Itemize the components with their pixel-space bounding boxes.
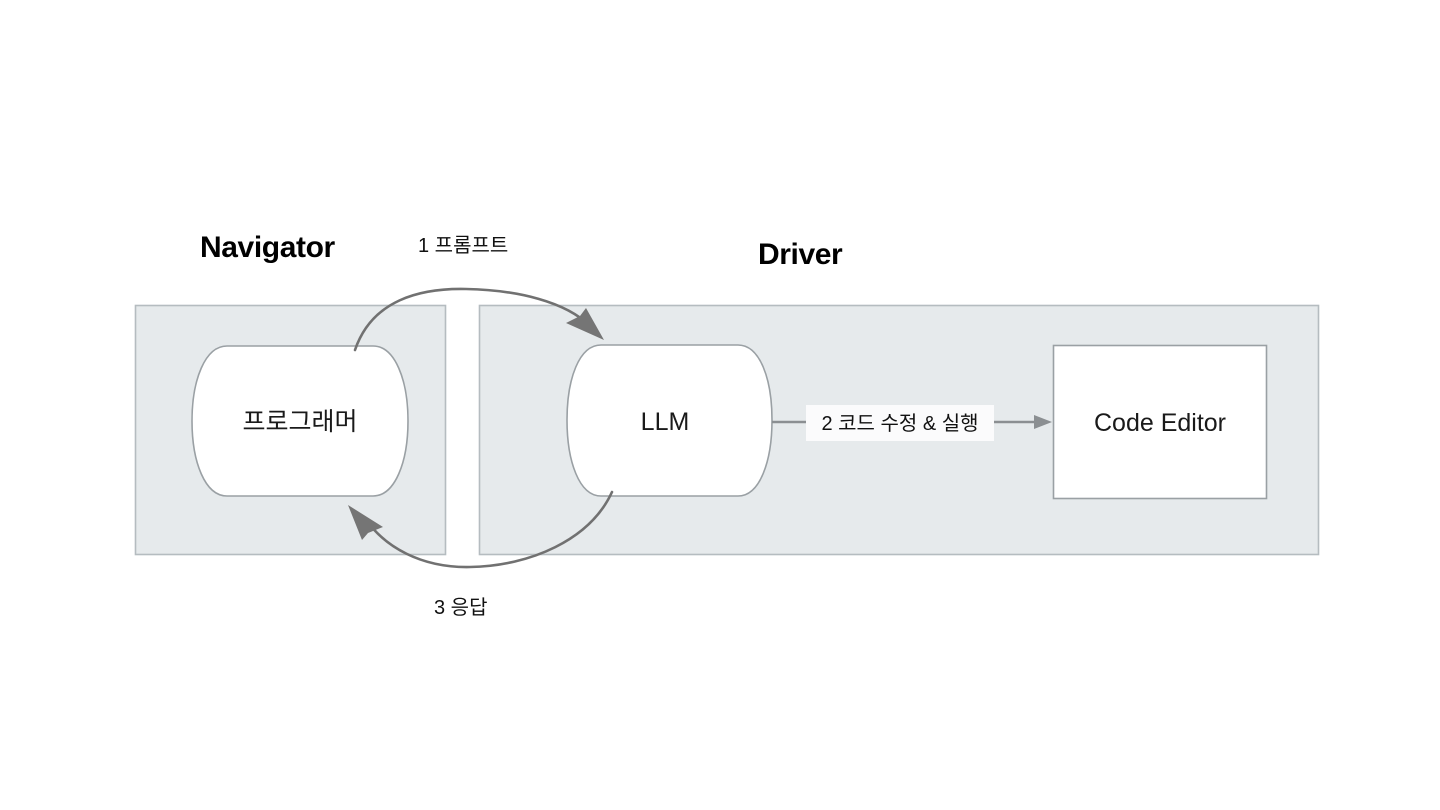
edge-2-label: 2 코드 수정 & 실행 [821, 412, 978, 435]
edge-3-arrowhead [348, 505, 383, 540]
edge-3-label: 3 응답 [434, 596, 487, 619]
edge-3-path [365, 490, 614, 569]
edge-2-label-background [806, 405, 994, 441]
node-label-llm: LLM [641, 408, 690, 436]
node-llm[interactable] [566, 344, 773, 497]
node-code-editor[interactable] [1052, 344, 1268, 500]
edge-1-label: 1 프롬프트 [418, 235, 508, 257]
lane-title-navigator: Navigator [200, 231, 335, 264]
edge-1-arrowhead [566, 308, 604, 340]
node-label-code-editor: Code Editor [1094, 409, 1226, 437]
node-label-programmer: 프로그래머 [242, 408, 357, 436]
lane-title-driver: Driver [758, 238, 843, 271]
edge-1-path [353, 287, 592, 352]
node-programmer[interactable] [191, 345, 409, 497]
edge-2-arrowhead [1034, 415, 1052, 429]
